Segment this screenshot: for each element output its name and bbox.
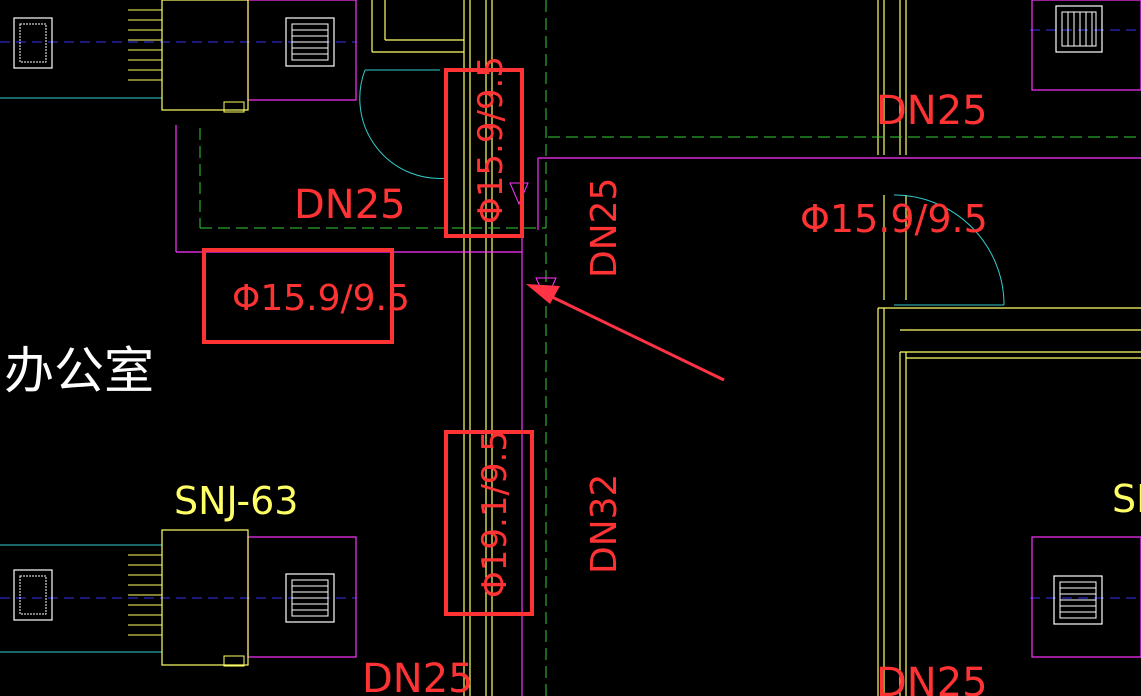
refrigerant-label-vertical-bottom: Φ19.1/9.5 xyxy=(475,430,515,598)
pipe-label-dn25: DN25 xyxy=(876,88,988,134)
room-label: 办公室 xyxy=(4,342,154,400)
indoor-unit-top-left xyxy=(13,0,335,113)
indoor-unit-bottom-right xyxy=(1053,575,1103,625)
indoor-unit-bottom-left xyxy=(13,529,335,667)
highlight-box-vertical-top xyxy=(444,68,524,238)
door-swing xyxy=(893,194,1005,306)
door-swing xyxy=(359,69,449,179)
valve-marker-icon xyxy=(509,182,529,206)
pipe-label-dn25-vertical: DN25 xyxy=(584,178,625,278)
pipe-label-dn32-vertical: DN32 xyxy=(584,474,625,574)
refrigerant-label-horizontal: Φ15.9/9.5 xyxy=(232,278,410,319)
refrigerant-label-right-room: Φ15.9/9.5 xyxy=(800,197,988,241)
highlight-boxes xyxy=(202,68,534,616)
unit-label-left: SNJ-63 xyxy=(174,479,298,523)
drain-pipes xyxy=(199,0,1141,696)
corridor-walls xyxy=(371,0,1141,696)
refrigerant-label-vertical-top: Φ15.9/9.5 xyxy=(471,56,511,224)
pipe-label-dn25: DN25 xyxy=(362,656,474,696)
highlight-box-horizontal-left xyxy=(202,248,394,344)
pipe-label-dn25: DN25 xyxy=(294,182,406,228)
pipe-label-dn25: DN25 xyxy=(876,660,988,696)
highlight-box-vertical-bottom xyxy=(444,430,534,616)
unit-label-right: SN xyxy=(1112,477,1141,521)
annotation-arrow-icon xyxy=(526,284,725,382)
indoor-unit-top-right xyxy=(1055,5,1103,53)
